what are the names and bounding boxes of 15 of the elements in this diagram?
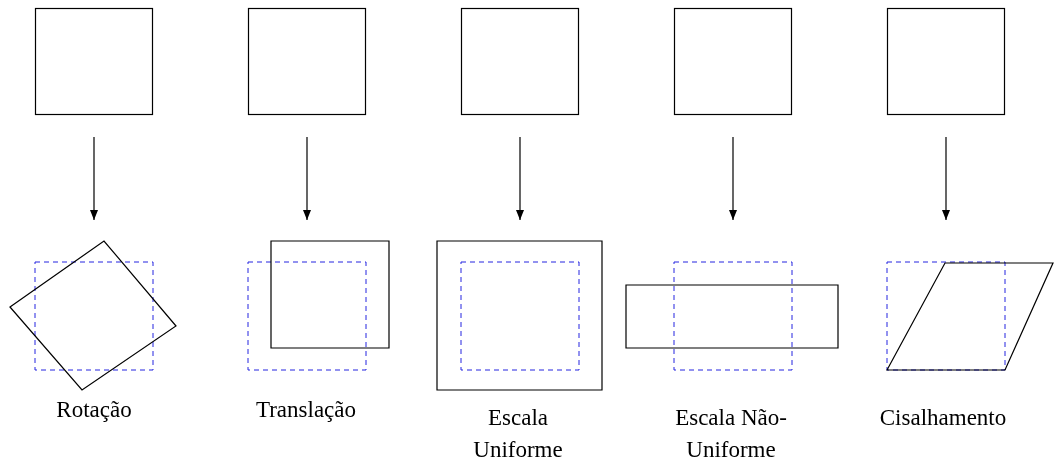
transformation-label: Escala Uniforme: [472, 404, 564, 464]
transformation-label: Cisalhamento: [878, 404, 1008, 432]
transformation-label: Escala Não-Uniforme: [674, 404, 788, 464]
arrow: [303, 136, 311, 221]
transformation-label: Translação: [254, 396, 358, 424]
square-shape: [461, 8, 579, 115]
square-shape: [887, 8, 1005, 115]
square-shape: [248, 8, 366, 115]
arrow: [942, 136, 950, 221]
arrow: [90, 136, 98, 221]
transformation-label: Rotação: [55, 396, 133, 424]
square-shape: [674, 8, 792, 115]
arrow: [729, 136, 737, 221]
square-shape: [35, 8, 153, 115]
arrow: [516, 136, 524, 221]
